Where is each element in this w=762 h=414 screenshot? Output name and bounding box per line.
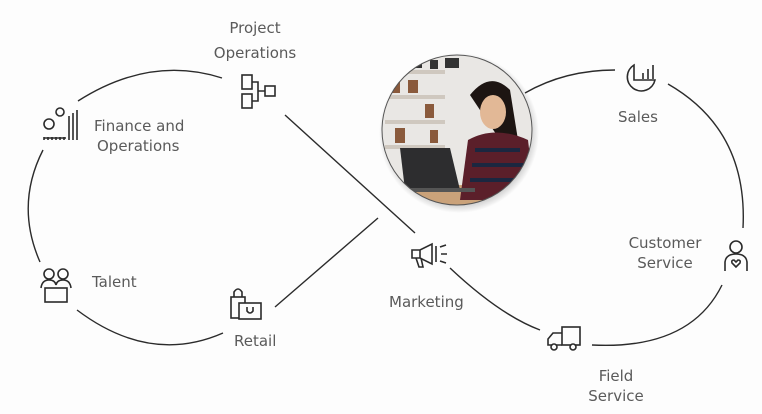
shopping-bags-icon (230, 288, 262, 320)
arc-photo-sales (524, 69, 616, 94)
arc-talent-retail (76, 309, 224, 346)
project-operations-label: Project Operations (205, 18, 305, 63)
line-project-marketing (284, 114, 416, 234)
sales-label: Sales (618, 108, 658, 126)
people-icon (40, 268, 72, 303)
gears-chart-icon (43, 107, 78, 140)
line-retail-center (274, 217, 379, 308)
org-chart-icon (241, 74, 276, 109)
marketing-label: Marketing (389, 293, 464, 311)
label-line: Service (588, 387, 644, 405)
connector-lines (27, 69, 744, 347)
truck-icon (547, 326, 581, 351)
person-heart-icon (724, 240, 748, 271)
arc-finance-project (77, 69, 223, 102)
arc-field-customer (591, 284, 723, 347)
talent-label: Talent (92, 273, 137, 291)
label-line: Operations (213, 44, 297, 62)
label-line: Customer (628, 234, 702, 252)
retail-label: Retail (234, 332, 277, 350)
arc-finance-talent (27, 149, 44, 263)
arc-sales-customer (667, 83, 744, 229)
megaphone-icon (411, 242, 447, 268)
field-service-label: Field Service (566, 366, 666, 406)
customer-photo (379, 53, 539, 213)
label-line: Finance and (94, 117, 185, 135)
label-line: Operations (97, 137, 180, 155)
label-line: Service (637, 254, 693, 272)
finance-operations-label: Finance and Operations (94, 116, 184, 156)
label-line: Field (598, 367, 634, 385)
customer-service-label: Customer Service (615, 233, 715, 273)
arc-marketing-field (449, 267, 541, 331)
label-line: Project (229, 19, 281, 37)
pie-chart-icon (626, 63, 657, 92)
